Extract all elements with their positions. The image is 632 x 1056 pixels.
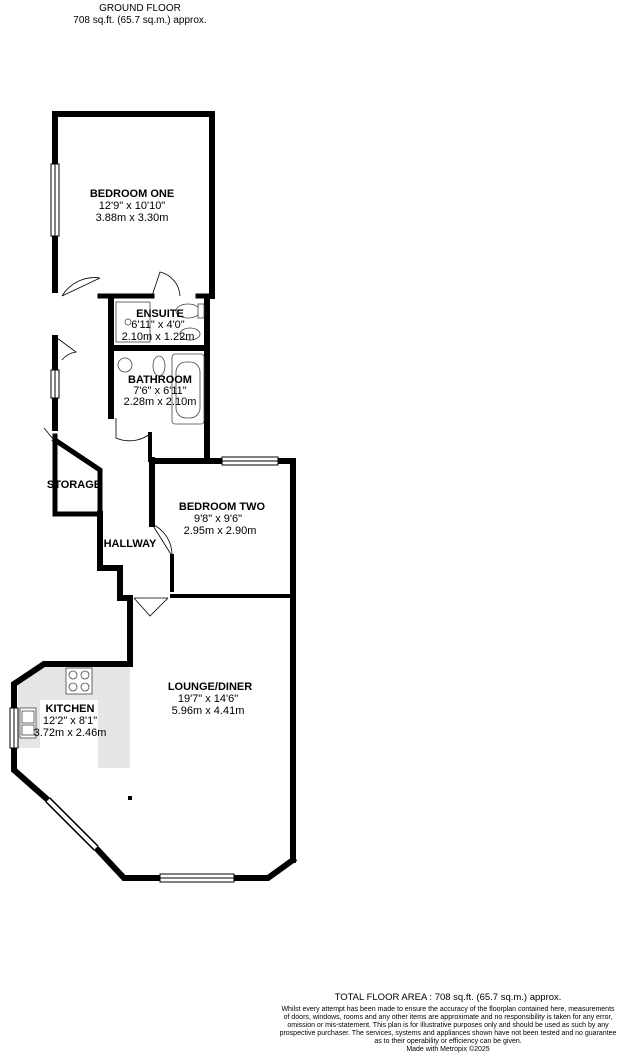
kitchen-name: KITCHEN	[46, 703, 95, 715]
kitchen-counter-shading	[18, 664, 130, 768]
bedroom-two-top-2	[275, 458, 296, 863]
storage-walls	[51, 433, 103, 517]
door-ensuite	[151, 271, 181, 297]
lounge-marker	[128, 796, 132, 800]
bedroom-one-metric: 3.88m x 3.30m	[96, 212, 169, 224]
hallway-name: HALLWAY	[104, 538, 157, 550]
bathroom-imperial: 7'6" x 6'11"	[133, 385, 186, 397]
floor-area: 708 sq.ft. (65.7 sq.m.) approx.	[73, 15, 207, 26]
bedroom-two-imperial: 9'8" x 9'6"	[194, 513, 242, 525]
hallway-left-wall	[97, 511, 133, 667]
bathroom-basin	[117, 357, 133, 373]
disclaimer-line-3: omission or mis-statement. This plan is …	[287, 1022, 609, 1029]
ensuite-shower	[115, 301, 151, 343]
door-storage	[43, 427, 55, 441]
bathroom-name: BATHROOM	[128, 374, 192, 386]
door-bedroom-two	[151, 523, 173, 558]
ensuite-metric: 2.10m x 1.22m	[122, 331, 195, 343]
bathroom-toilet	[152, 355, 166, 377]
windows	[9, 163, 279, 883]
lounge-metric: 5.96m x 4.41m	[172, 705, 245, 717]
lounge-bay-wall	[91, 843, 163, 881]
lounge-name: LOUNGE/DINER	[168, 681, 252, 693]
bathroom-metric: 2.28m x 2.10m	[124, 396, 197, 408]
floor-title: GROUND FLOOR	[99, 3, 181, 14]
lounge-outer-wall	[11, 661, 133, 711]
ensuite-left-wall	[108, 295, 210, 351]
doors	[43, 271, 181, 617]
ensuite-basin	[179, 327, 201, 341]
storage-name: STORAGE	[47, 479, 101, 491]
lounge-imperial: 19'7" x 14'6"	[178, 693, 238, 705]
door-bedroom-one	[61, 277, 101, 297]
door-bathroom	[115, 418, 151, 442]
kitchen-metric: 3.72m x 2.46m	[34, 727, 107, 739]
ensuite-imperial: 6'11" x 4'0"	[131, 319, 184, 331]
disclaimer-line-4: prospective purchaser. The services, sys…	[279, 1030, 617, 1037]
disclaimer-line-2: of doors, windows, rooms and any other i…	[283, 1014, 613, 1021]
door-lounge	[133, 597, 169, 617]
door-hall-left	[56, 337, 78, 361]
bedroom-two-name: BEDROOM TWO	[179, 501, 266, 513]
bedroom-two-metric: 2.95m x 2.90m	[184, 525, 257, 537]
bedroom-one-name: BEDROOM ONE	[90, 188, 174, 200]
kitchen-left-wall	[11, 745, 53, 805]
ensuite-name: ENSUITE	[136, 308, 184, 320]
total-floor-area: TOTAL FLOOR AREA : 708 sq.ft. (65.7 sq.m…	[334, 992, 562, 1003]
kitchen-imperial: 12'2" x 8'1"	[43, 715, 97, 727]
walls	[11, 111, 298, 881]
fixtures	[19, 301, 205, 800]
bedroom-one-imperial: 12'9" x 10'10"	[99, 200, 166, 212]
room-labels: BEDROOM ONE 12'9" x 10'10" 3.88m x 3.30m…	[34, 188, 266, 739]
metropix-credit: Made with Metropix ©2025	[406, 1046, 490, 1053]
lounge-bottom-wall	[231, 855, 298, 881]
disclaimer-line-1: Whilst every attempt has been made to en…	[281, 1006, 615, 1013]
disclaimer-line-5: as to their operability or efficiency ca…	[374, 1038, 522, 1045]
